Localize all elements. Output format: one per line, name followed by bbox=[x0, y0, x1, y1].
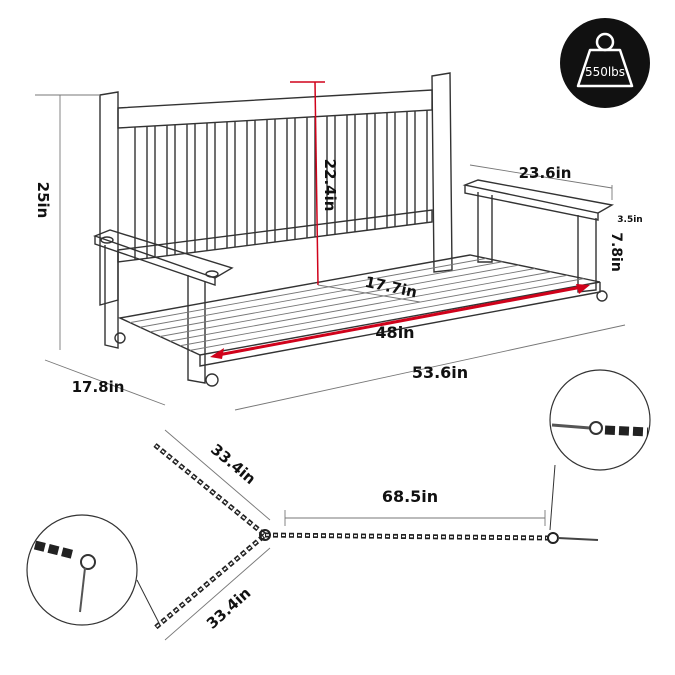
seat-slat bbox=[169, 271, 552, 342]
weight-icon bbox=[576, 32, 634, 88]
arm-height-label: 7.8in bbox=[608, 232, 624, 272]
left-hook-detail bbox=[26, 514, 161, 626]
seat-slat bbox=[189, 278, 584, 351]
right-hook-detail bbox=[549, 369, 651, 531]
seat-slat bbox=[139, 261, 503, 328]
back-height-line bbox=[314, 81, 319, 286]
seat-slat bbox=[159, 268, 536, 337]
chain-left-upper-label: 33.4in bbox=[207, 440, 259, 488]
height-label: 25in bbox=[34, 182, 52, 219]
seat-slat bbox=[179, 274, 568, 347]
depth-label: 17.8in bbox=[72, 378, 125, 396]
seat-width-line bbox=[217, 285, 583, 357]
chain-left-lower-label: 33.4in bbox=[203, 584, 254, 633]
chain-main-label: 68.5in bbox=[382, 487, 438, 506]
dimension-lines bbox=[35, 81, 626, 641]
seat-slat bbox=[149, 264, 519, 333]
chain-assembly bbox=[153, 443, 599, 630]
seat-width-label: 48in bbox=[375, 323, 414, 342]
arm-length-label: 23.6in bbox=[519, 164, 572, 182]
weight-capacity-label: 550lbs bbox=[585, 65, 625, 79]
back-height-label: 22.4in bbox=[321, 159, 339, 212]
seat-slat bbox=[129, 257, 487, 324]
arm-width-label: 3.5in bbox=[617, 215, 642, 225]
weight-badge: 550lbs bbox=[560, 18, 650, 108]
width-label: 53.6in bbox=[412, 363, 468, 382]
bench-drawing bbox=[93, 72, 615, 387]
